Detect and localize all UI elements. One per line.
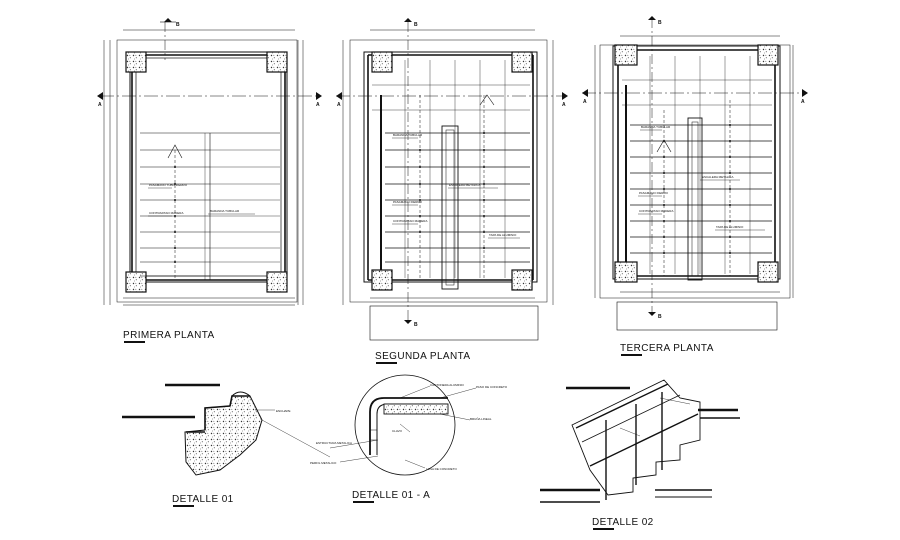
section-marker-b: B — [160, 18, 180, 28]
svg-text:PASAMANO TUBO FIERRO: PASAMANO TUBO FIERRO — [149, 183, 188, 187]
plan-title-segunda: SEGUNDA PLANTA — [375, 351, 470, 362]
svg-text:A: A — [801, 99, 805, 105]
svg-text:ESCALERA METALICA: ESCALERA METALICA — [449, 183, 480, 187]
section-marker-b-bottom-3: B — [648, 312, 662, 320]
svg-text:B: B — [176, 22, 180, 28]
section-marker-a-right-2: A — [562, 92, 568, 108]
section-marker-a-right-3: A — [801, 89, 808, 105]
svg-text:BRUÑA LINEAL: BRUÑA LINEAL — [470, 416, 492, 421]
svg-text:B: B — [658, 20, 662, 26]
svg-text:CLAVO: CLAVO — [392, 429, 403, 433]
section-marker-b-bottom-2: B — [404, 320, 418, 328]
detail-title-01a: DETALLE 01 - A — [352, 490, 430, 501]
plan-title-tercera: TERCERA PLANTA — [620, 343, 714, 354]
plan-primera-planta: PASAMANO TUBO FIERRO CONTRAPASO MADERA B… — [100, 22, 320, 306]
section-marker-a-right: A — [316, 92, 322, 108]
svg-text:A: A — [583, 99, 587, 105]
svg-text:A: A — [98, 102, 102, 108]
svg-text:A: A — [337, 102, 341, 108]
svg-text:PASAMANO FIERRO: PASAMANO FIERRO — [639, 191, 669, 195]
svg-text:BARANDA TUBULAR: BARANDA TUBULAR — [210, 209, 240, 213]
svg-text:B: B — [414, 22, 418, 28]
svg-text:PERFIL METALICO: PERFIL METALICO — [310, 461, 337, 465]
detail-title-01: DETALLE 01 — [172, 494, 234, 505]
svg-text:ENCHAPE: ENCHAPE — [276, 409, 291, 413]
section-marker-a-left-2: A — [336, 92, 342, 108]
svg-text:ESCALERA METALICA: ESCALERA METALICA — [702, 175, 733, 179]
svg-text:B: B — [658, 314, 662, 320]
svg-text:ESTRUCTURA METALICA: ESTRUCTURA METALICA — [316, 441, 352, 445]
detail-02-drawing — [540, 379, 740, 503]
detail-title-02: DETALLE 02 — [592, 517, 654, 528]
svg-text:LOSA DE CONCRETO: LOSA DE CONCRETO — [426, 467, 457, 471]
plan-tercera-planta: BARANDA TUBULAR PASAMANO FIERRO CONTRAPA… — [582, 18, 805, 331]
svg-text:BARANDA TUBULAR: BARANDA TUBULAR — [641, 125, 671, 129]
section-marker-a-left-3: A — [582, 89, 588, 105]
svg-text:CONTRAPASO MADERA: CONTRAPASO MADERA — [393, 219, 427, 223]
svg-text:A: A — [562, 102, 566, 108]
section-marker-a-left: A — [97, 92, 103, 108]
detail-01a-drawing: CANTONERA ALUMINIO PASO DE CONCRETO BRUÑ… — [310, 374, 508, 476]
svg-text:CONTRAPASO MADERA: CONTRAPASO MADERA — [639, 209, 673, 213]
plan-segunda-planta: BARANDA TUBULAR PASAMANO FIERRO CONTRAPA… — [336, 22, 565, 341]
section-marker-b-top-2: B — [404, 18, 418, 28]
plan-title-primera: PRIMERA PLANTA — [123, 330, 215, 341]
svg-text:B: B — [414, 322, 418, 328]
svg-text:A: A — [316, 102, 320, 108]
svg-text:TAPA DE ALUMINIO: TAPA DE ALUMINIO — [489, 233, 517, 237]
svg-text:CONTRAPASO MADERA: CONTRAPASO MADERA — [149, 211, 183, 215]
detail-01-drawing: ENCHAPE — [122, 383, 331, 476]
svg-text:TAPA DE ALUMINIO: TAPA DE ALUMINIO — [716, 225, 744, 229]
section-marker-b-top-3: B — [648, 16, 662, 26]
svg-text:CANTONERA ALUMINIO: CANTONERA ALUMINIO — [430, 383, 464, 387]
svg-text:PASO DE CONCRETO: PASO DE CONCRETO — [476, 385, 508, 389]
